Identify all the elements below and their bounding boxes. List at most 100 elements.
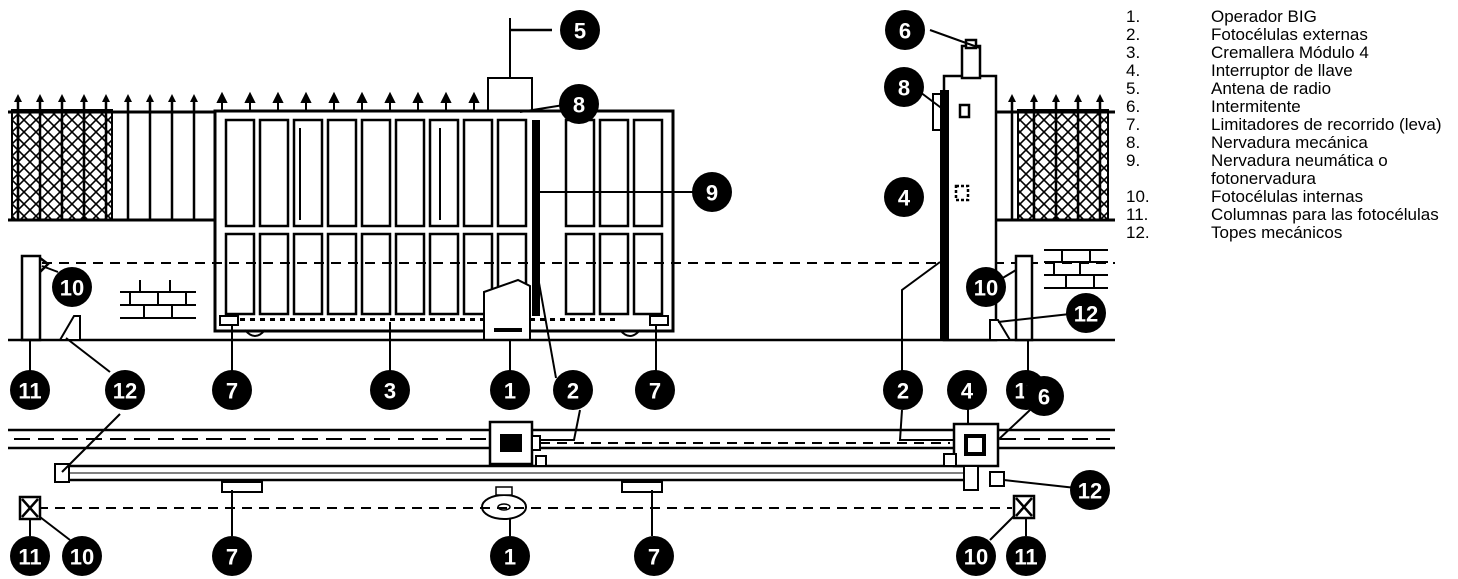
callout-1-plan: 1 [490,536,530,576]
svg-text:11: 11 [18,379,41,404]
legend-item: 12.Topes mecánicos [1126,224,1456,242]
svg-text:6: 6 [1038,385,1050,410]
legend-item: 2. Fotocélulas externas [1126,26,1456,44]
svg-text:11: 11 [1014,545,1037,570]
callout-7-plan-right: 7 [634,536,674,576]
svg-text:7: 7 [226,379,238,404]
legend-item: 11. Columnas para las fotocélulas [1126,206,1456,224]
left-mechanical-stop [58,315,81,341]
svg-text:9: 9 [706,181,718,206]
svg-text:7: 7 [649,379,661,404]
left-photocell-column [20,254,50,342]
sliding-gate [213,109,675,333]
svg-text:2: 2 [897,379,909,404]
callout-8: 8 [559,84,599,124]
svg-text:10: 10 [964,545,988,570]
callout-11-front-left: 11 [10,370,50,410]
callout-1-front: 1 [490,370,530,410]
callout-12-plan: 12 [1070,470,1110,510]
callout-6-plan: 6 [1024,376,1064,416]
mechanical-edge-right [932,90,949,340]
svg-text:6: 6 [899,19,911,44]
gate-spikes [216,91,480,112]
callout-4-front: 4 [884,177,924,217]
svg-text:4: 4 [898,186,911,211]
legend-item: 10. Fotocélulas internas [1126,188,1456,206]
callout-9: 9 [692,172,732,212]
legend-label: Nervadura neumática o fotonervadura [1211,151,1388,188]
legend-number: 5. [1126,79,1141,98]
legend-label: Fotocélulas externas [1211,25,1368,44]
callout-5: 5 [560,10,600,50]
legend-label: Nervadura mecánica [1211,133,1368,152]
svg-text:12: 12 [113,379,137,404]
callout-2-front-left: 2 [553,370,593,410]
legend-number: 6. [1126,97,1141,116]
svg-text:3: 3 [384,379,396,404]
callout-10-front-left: 10 [52,267,92,307]
callout-3: 3 [370,370,410,410]
legend-label: Cremallera Módulo 4 [1211,43,1369,62]
legend-number: 3. [1126,43,1141,62]
svg-text:8: 8 [573,93,585,118]
legend-number: 2. [1126,25,1141,44]
gate-installation-diagram: 5 8 9 10 11 12 7 3 1 2 7 6 8 4 10 12 2 4… [8,10,1115,576]
operator-big-front [483,278,531,341]
antenna [487,18,552,113]
legend-label: Topes mecánicos [1211,223,1343,242]
legend-number: 4. [1126,61,1141,80]
legend-label: Fotocélulas internas [1211,187,1364,206]
callout-4-plan: 4 [947,370,987,410]
legend-item: 6. Intermitente [1126,98,1456,116]
plan-view [8,420,1115,521]
right-mechanical-stop [989,319,1012,341]
legend-item: 3. Cremallera Módulo 4 [1126,44,1456,62]
legend-number: 10. [1126,187,1150,206]
legend-number: 8. [1126,133,1141,152]
svg-text:1: 1 [504,379,516,404]
svg-text:10: 10 [70,545,94,570]
callout-2-front-right: 2 [883,370,923,410]
legend-number: 7. [1126,115,1141,134]
svg-text:7: 7 [226,545,238,570]
left-fence [8,94,215,222]
legend-label: Antena de radio [1211,79,1332,98]
svg-text:4: 4 [961,379,974,404]
callout-10-plan-left: 10 [62,536,102,576]
legend-label: Intermitente [1211,97,1301,116]
callout-7-front-left: 7 [212,370,252,410]
callout-12-front-right: 12 [1066,293,1106,333]
right-fence [996,94,1115,222]
callout-8-right: 8 [884,67,924,107]
callout-11-plan-right: 11 [1006,536,1046,576]
svg-text:8: 8 [898,76,910,101]
legend-label: Columnas para las fotocélulas [1211,205,1439,224]
legend-number: 1. [1126,7,1141,26]
right-photocell-column [1014,254,1034,342]
legend-label: Limitadores de recorrido (leva) [1211,115,1442,134]
legend-item: 8. Nervadura mecánica [1126,134,1456,152]
svg-text:1: 1 [504,545,516,570]
limit-switches-front [219,315,669,337]
brick-wall-left [120,280,196,319]
legend-label: Operador BIG [1211,7,1317,26]
legend-item: 7. Limitadores de recorrido (leva) [1126,116,1456,134]
callout-12-front-left: 12 [105,370,145,410]
legend-item: 5. Antena de radio [1126,80,1456,98]
parts-legend: 1. Operador BIG 2. Fotocélulas externas 3.… [1126,8,1456,242]
svg-text:12: 12 [1078,479,1102,504]
legend-item: 1. Operador BIG [1126,8,1456,26]
callout-6-front: 6 [885,10,925,50]
brick-wall-right [1044,249,1108,289]
legend-label: Interruptor de llave [1211,61,1353,80]
leader-lines [29,29,1077,541]
callout-10-plan-right: 10 [956,536,996,576]
legend-number: 9. [1126,151,1141,170]
legend-item: 9. Nervadura neumática o fotonervadura [1126,152,1456,188]
callout-7-plan-left: 7 [212,536,252,576]
svg-text:10: 10 [974,276,998,301]
svg-text:12: 12 [1074,302,1098,327]
legend-number: 11. [1126,205,1149,224]
callout-10-front-right: 10 [966,267,1006,307]
legend-item: 4. Interruptor de llave [1126,62,1456,80]
